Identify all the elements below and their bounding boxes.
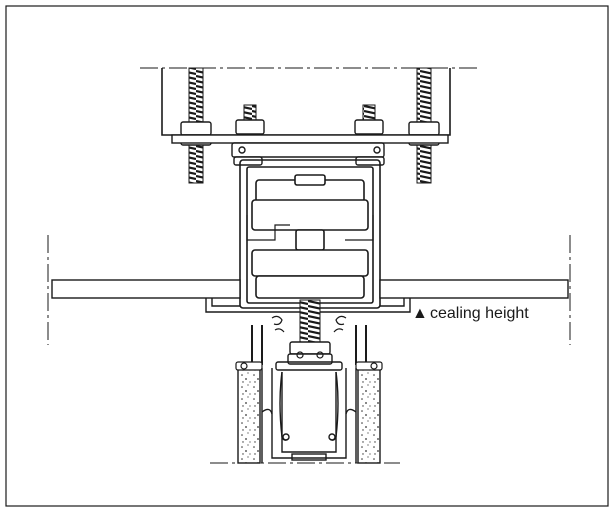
side-brackets	[246, 215, 374, 241]
wall-panel-right	[357, 367, 381, 464]
panel-caps	[235, 361, 383, 371]
mounting-plate	[171, 134, 449, 144]
ceiling-height-label: cealing height	[430, 305, 529, 322]
ceiling-height-annotation: ▲ cealing height	[412, 305, 529, 322]
drawing-frame	[5, 5, 609, 507]
rollers	[251, 174, 369, 299]
ceiling-height-marker: ▲	[412, 305, 428, 322]
drop-pins	[251, 325, 367, 365]
center-nut	[287, 341, 333, 365]
inner-channel	[261, 361, 357, 463]
ceiling-panels	[51, 279, 569, 299]
top-rail-bracket	[231, 142, 385, 166]
vertical-centerlines	[47, 235, 571, 345]
clips	[271, 315, 347, 359]
wall-panel-left	[237, 367, 261, 464]
